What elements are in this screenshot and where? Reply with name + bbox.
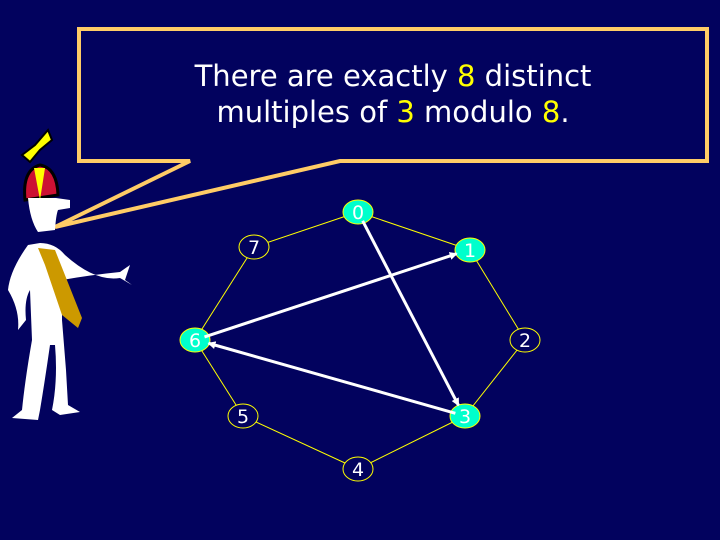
node-3 bbox=[449, 403, 481, 429]
caption-line-1: There are exactly 8 distinct bbox=[80, 58, 706, 94]
arrow-0-to-3 bbox=[361, 220, 460, 407]
arrow-3-to-6 bbox=[207, 341, 456, 415]
speech-bubble bbox=[54, 27, 709, 229]
node-6 bbox=[179, 327, 211, 353]
ring-edge bbox=[242, 415, 359, 470]
caption-text: modulo bbox=[414, 95, 542, 129]
node-label: 5 bbox=[237, 406, 249, 428]
node-label: 1 bbox=[464, 240, 476, 262]
ring-edge bbox=[194, 339, 244, 417]
ring-edge bbox=[464, 339, 526, 417]
caption-line-2: multiples of 3 modulo 8. bbox=[80, 94, 706, 130]
ring-edge bbox=[357, 415, 466, 470]
node-4 bbox=[342, 456, 374, 482]
node-2 bbox=[509, 327, 541, 353]
caption-text: There are exactly bbox=[194, 59, 458, 93]
ring-edge bbox=[469, 249, 526, 341]
caption-number: 8 bbox=[541, 95, 561, 129]
propeller-beanie-character-illustration bbox=[8, 128, 132, 420]
caption-number: 8 bbox=[457, 59, 476, 93]
node-5 bbox=[227, 403, 259, 429]
node-7 bbox=[238, 234, 270, 260]
mod-8-cycle-graph: 0 1 2 3 4 5 6 7 bbox=[179, 199, 541, 482]
arrow-6-to-1 bbox=[204, 252, 458, 339]
node-0 bbox=[342, 199, 374, 225]
node-label: 4 bbox=[352, 459, 364, 481]
node-label: 6 bbox=[189, 330, 201, 352]
caption-text: distinct bbox=[475, 59, 592, 93]
ring-edge bbox=[357, 211, 471, 251]
slide-caption: There are exactly 8 distinct multiples o… bbox=[80, 58, 706, 130]
caption-text: multiples of bbox=[216, 95, 397, 129]
ring-edge bbox=[253, 211, 359, 248]
ring-edge bbox=[194, 246, 255, 341]
node-label: 7 bbox=[248, 237, 260, 259]
caption-number: 3 bbox=[396, 95, 415, 129]
node-label: 2 bbox=[519, 330, 531, 352]
node-label: 3 bbox=[459, 406, 471, 428]
node-1 bbox=[454, 237, 486, 263]
caption-text: . bbox=[560, 95, 570, 129]
node-label: 0 bbox=[352, 202, 364, 224]
